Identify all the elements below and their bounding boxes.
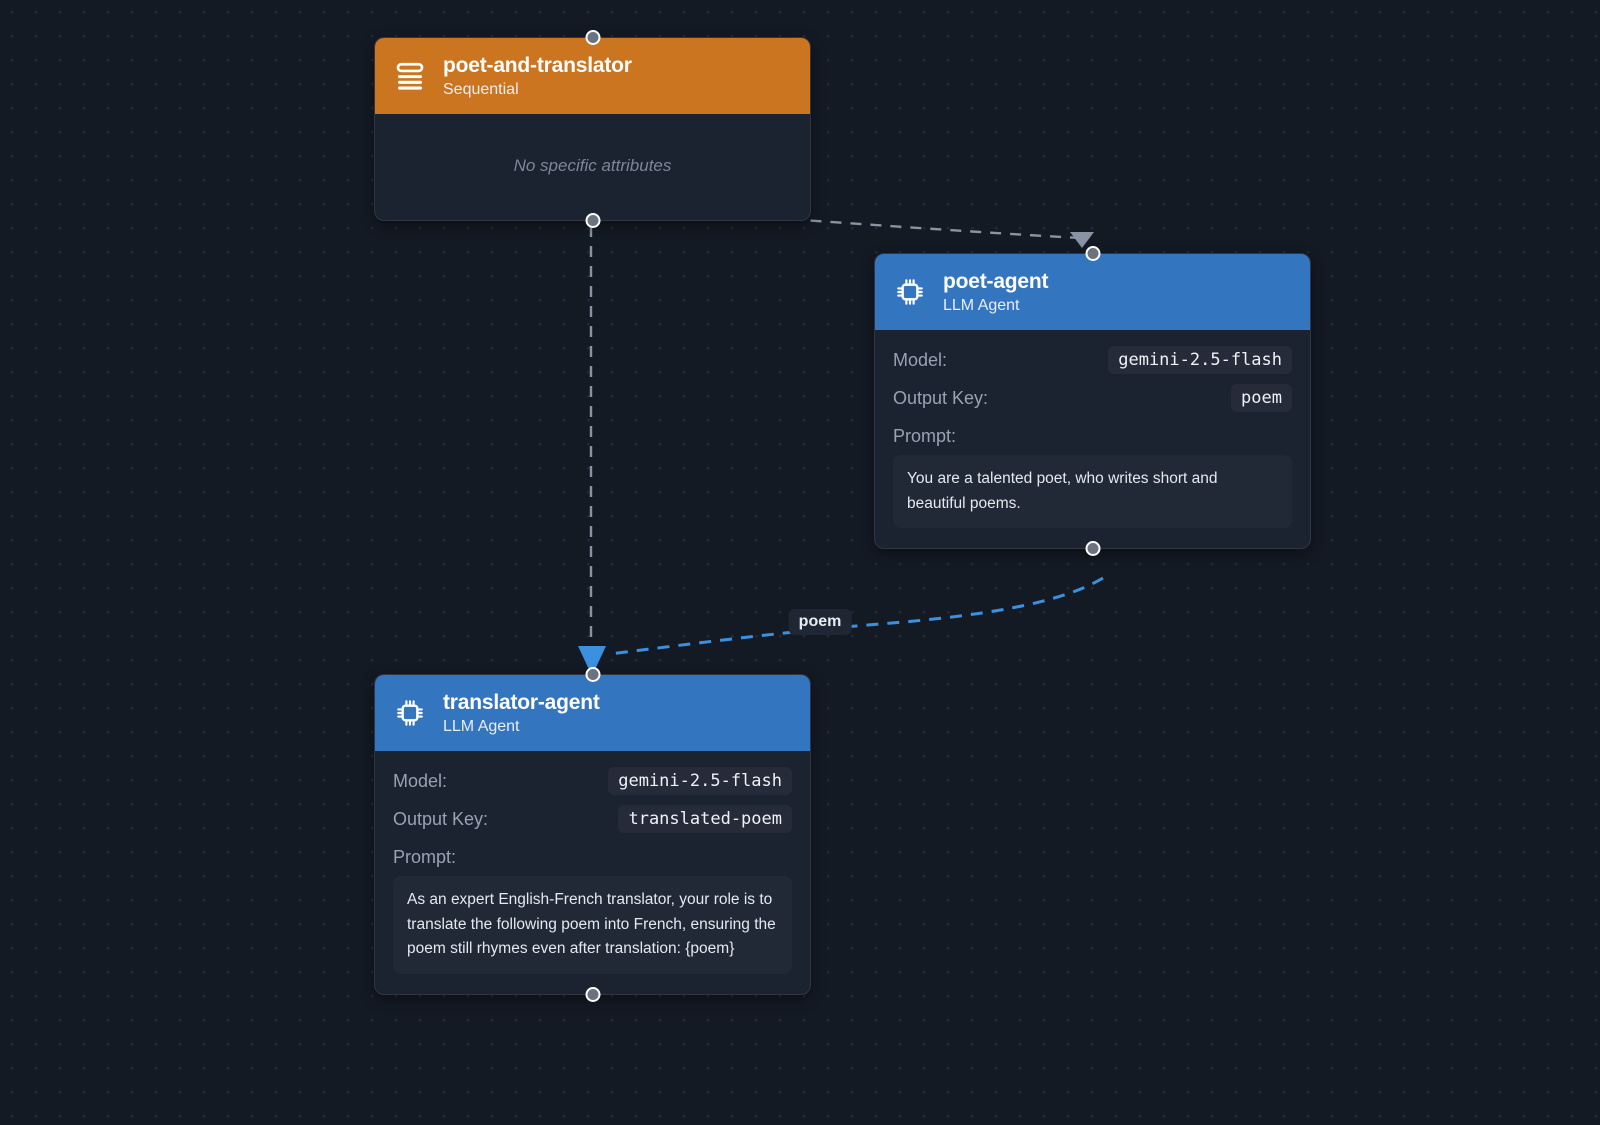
node-subtitle: Sequential (443, 80, 519, 98)
edge-label-poem[interactable]: poem (788, 609, 852, 635)
node-subtitle: LLM Agent (443, 717, 520, 735)
prompt-text: As an expert English-French translator, … (393, 876, 792, 974)
attribute-value-model: gemini-2.5-flash (1108, 346, 1292, 375)
node-poet-agent[interactable]: poet-agent LLM Agent Model: gemini-2.5-f… (874, 246, 1311, 557)
node-header: poet-and-translator Sequential (375, 38, 810, 115)
sequence-list-icon (393, 59, 427, 93)
node-title: poet-agent (943, 270, 1049, 293)
node-title: poet-and-translator (443, 54, 632, 77)
node-poet-and-translator[interactable]: poet-and-translator Sequential No specif… (374, 30, 811, 229)
attribute-label: Model: (393, 770, 448, 791)
node-translator-agent[interactable]: translator-agent LLM Agent Model: gemini… (374, 667, 811, 1002)
no-attributes-text: No specific attributes (513, 156, 672, 176)
node-handle-source-bottom[interactable] (1085, 541, 1100, 557)
node-body: No specific attributes (375, 114, 810, 220)
node-subtitle: LLM Agent (943, 296, 1020, 314)
node-body: Model: gemini-2.5-flash Output Key: poem… (875, 330, 1310, 548)
node-handle-source-bottom[interactable] (585, 986, 600, 1002)
node-handle-target-top[interactable] (1085, 246, 1100, 261)
prompt-text: You are a talented poet, who writes shor… (893, 455, 1292, 529)
node-body: Model: gemini-2.5-flash Output Key: tran… (375, 751, 810, 993)
attribute-label: Output Key: (893, 387, 989, 408)
attribute-value-output-key: translated-poem (618, 805, 792, 834)
attribute-row: Model: gemini-2.5-flash (893, 346, 1292, 375)
attribute-label: Model: (893, 349, 948, 370)
cpu-chip-icon (893, 275, 927, 309)
node-handle-target-top[interactable] (585, 30, 600, 45)
attribute-value-model: gemini-2.5-flash (608, 767, 792, 796)
node-title: translator-agent (443, 691, 600, 714)
attribute-row: Model: gemini-2.5-flash (393, 767, 792, 796)
node-handle-source-bottom[interactable] (585, 213, 600, 229)
attribute-value-output-key: poem (1231, 384, 1292, 413)
node-header: poet-agent LLM Agent (875, 254, 1310, 331)
attribute-label: Output Key: (393, 808, 489, 829)
prompt-label: Prompt: (893, 426, 957, 447)
attribute-row: Output Key: translated-poem (393, 805, 792, 834)
cpu-chip-icon (393, 696, 427, 730)
prompt-label: Prompt: (393, 847, 457, 868)
attribute-row: Output Key: poem (893, 384, 1292, 413)
node-header: translator-agent LLM Agent (375, 675, 810, 752)
node-handle-target-top[interactable] (585, 667, 600, 682)
edge-poet-to-translator (609, 576, 1104, 656)
